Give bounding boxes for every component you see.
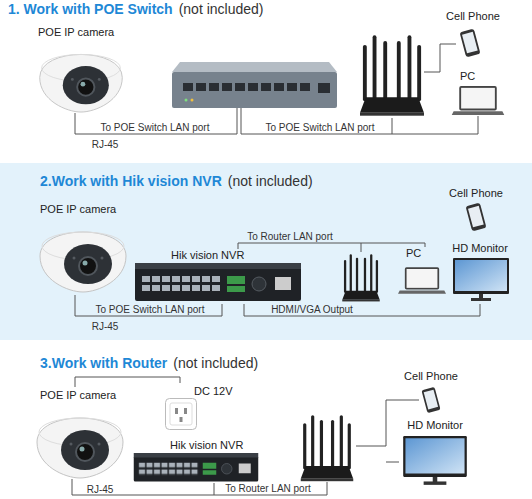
section-title: 1. Work with POE Switch: [8, 1, 173, 17]
device-label: HD Monitor: [396, 419, 474, 432]
section-title: 3.Work with Router: [40, 355, 167, 371]
nvr-drawing: [135, 263, 301, 301]
cable-wire: [214, 483, 215, 495]
title-row: 1. Work with POE Switch (not included): [8, 0, 264, 18]
power-node: DC 12V: [160, 383, 240, 435]
outlet-drawing: [166, 399, 197, 430]
wireless-wire: [424, 44, 456, 72]
cable-connector: [238, 243, 425, 249]
section-title: 2.Work with Hik vision NVR: [40, 173, 222, 189]
pc-node: PC: [396, 247, 448, 299]
device-label: DC 12V: [194, 385, 240, 398]
device-label: Cell Phone: [445, 10, 501, 23]
phone-node: Cell Phone: [445, 10, 501, 60]
monitor-node: HD Monitor: [396, 419, 474, 489]
section-note: (not included): [228, 173, 313, 189]
section-band: 3.Work with Router (not included) POE IP c…: [0, 340, 532, 499]
camera-drawing: [37, 418, 123, 478]
router-drawing: [342, 254, 380, 301]
device-label: Hik vision NVR: [170, 439, 266, 452]
cable-bracket: [75, 108, 237, 134]
cable-wire: [392, 116, 478, 134]
laptop-drawing: [398, 267, 446, 294]
title-row: 2.Work with Hik vision NVR (not included): [40, 172, 313, 190]
wireless-wire: [356, 400, 419, 446]
phone-node: Cell Phone: [402, 370, 460, 416]
device-label: PC: [460, 70, 508, 83]
device-label: PC: [406, 247, 448, 260]
camera-node: POE IP camera: [35, 201, 130, 295]
nvr-node: Hik vision NVR: [133, 249, 303, 304]
camera-node: POE IP camera: [33, 24, 128, 116]
camera-node: POE IP camera: [33, 387, 125, 482]
device-label: POE IP camera: [40, 203, 130, 216]
cable-wire: [361, 243, 362, 252]
device-label: POE IP camera: [40, 389, 125, 402]
phone-drawing: [460, 29, 481, 58]
pc-node: PC: [446, 70, 508, 118]
cable-connector: [75, 295, 222, 316]
phone-drawing: [421, 387, 440, 413]
monitor-drawing: [403, 436, 467, 485]
section-note: (not included): [179, 1, 264, 17]
camera-drawing: [40, 54, 123, 112]
nvr-node: Hik vision NVR: [126, 439, 266, 489]
monitor-drawing: [453, 258, 509, 301]
section-note: (not included): [173, 355, 258, 371]
device-label: Cell Phone: [448, 187, 504, 200]
title-row: 3.Work with Router (not included): [40, 354, 258, 372]
laptop-drawing: [452, 86, 505, 115]
cable-bracket: [241, 108, 392, 134]
device-label: POE IP camera: [38, 26, 128, 39]
phone-drawing: [466, 203, 487, 232]
phone-node: Cell Phone: [448, 187, 504, 237]
section-band: 2.Work with Hik vision NVR (not included)…: [0, 163, 532, 340]
device-label: Hik vision NVR: [171, 249, 303, 262]
router-drawing: [301, 415, 354, 481]
monitor-node: HD Monitor: [448, 242, 512, 304]
camera-drawing: [40, 232, 126, 292]
router-drawing: [360, 35, 424, 115]
nvr-drawing: [134, 453, 259, 482]
switch-drawing: [172, 62, 337, 108]
cable-connector: [75, 377, 180, 387]
device-label: Cell Phone: [402, 370, 460, 383]
device-label: HD Monitor: [448, 242, 512, 255]
cable-connector: [244, 304, 480, 316]
cable-wire: [386, 462, 399, 463]
cable-bracket: [72, 479, 327, 495]
section-band: 1. Work with POE Switch (not included) POE…: [0, 0, 532, 163]
